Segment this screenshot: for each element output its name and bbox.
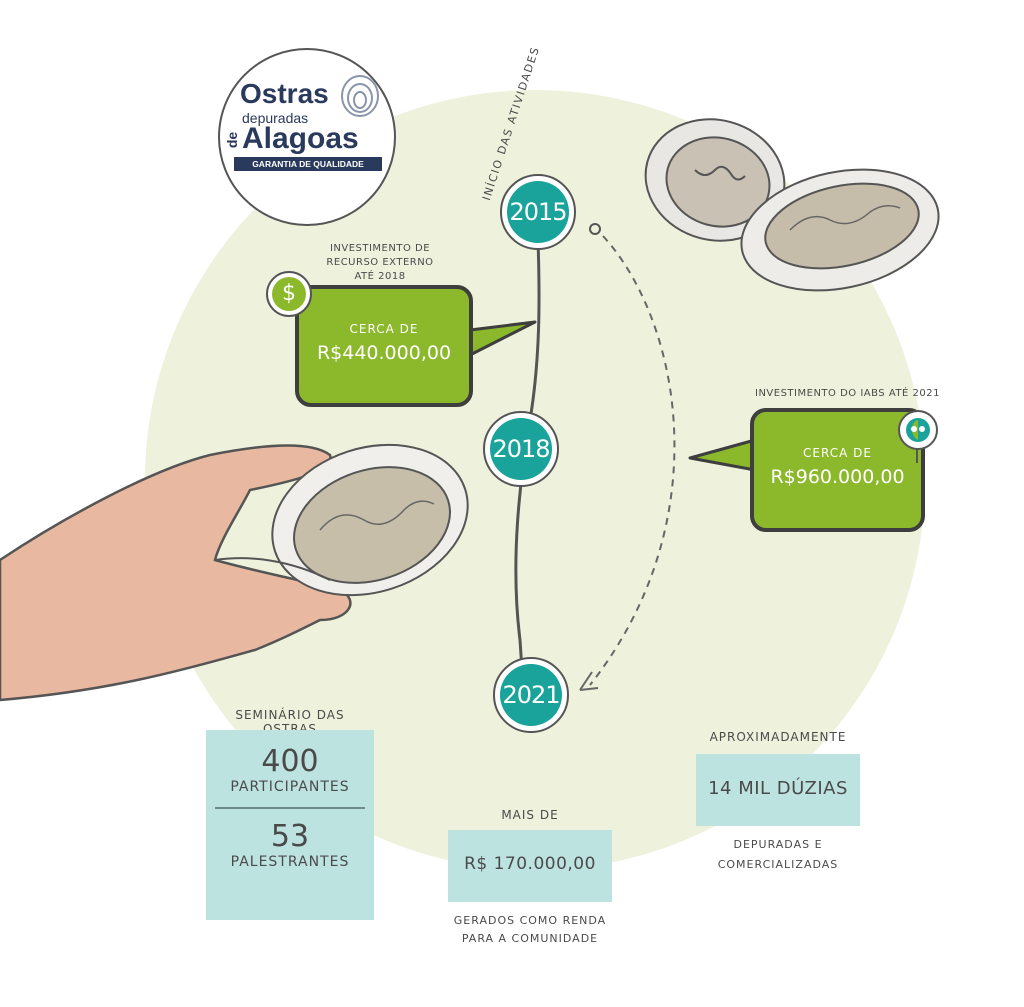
production-box: 14 MIL DÚZIAS — [696, 754, 860, 826]
oyster-pair-illustration — [644, 118, 940, 292]
right-bubble-tail — [688, 438, 757, 472]
seminar-divider — [215, 807, 365, 809]
logo-tagline: GARANTIA DE QUALIDADE — [234, 157, 382, 171]
production-caption-line2: COMERCIALIZADAS — [717, 858, 839, 871]
year-2018-label: 2018 — [492, 435, 550, 463]
iabs-badge-stem — [916, 449, 918, 463]
logo-title-de: de — [224, 131, 241, 149]
seminar-participants-count: 400 — [261, 744, 319, 779]
external-investment-prefix: CERCA DE — [349, 322, 419, 336]
external-investment-value: R$440.000,00 — [316, 342, 452, 364]
iabs-investment-prefix: CERCA DE — [803, 446, 872, 460]
production-caption-line1: DEPURADAS E — [733, 838, 823, 851]
logo-title-alagoas: Alagoas — [242, 122, 359, 155]
left-bubble-tail — [468, 320, 537, 357]
external-investment-caption: INVESTIMENTO DE RECURSO EXTERNO ATÉ 2018 — [326, 243, 434, 282]
year-2015-fill — [507, 181, 569, 243]
seminar-box: 400 PARTICIPANTES 53 PALESTRANTES — [206, 730, 374, 920]
brand-logo: Ostras depuradas de Alagoas GARANTIA DE … — [218, 48, 396, 226]
oyster-logo-icon — [341, 75, 379, 117]
iabs-investment-caption: INVESTIMENTO DO IABS ATÉ 2021 — [755, 388, 940, 399]
external-investment-bubble: CERCA DE R$440.000,00 — [295, 285, 473, 407]
dollar-icon: $ — [272, 277, 306, 311]
iabs-badge — [898, 410, 938, 450]
iabs-investment-value: R$960.000,00 — [770, 466, 905, 488]
income-box: R$ 170.000,00 — [448, 830, 612, 902]
income-prefix: MAIS DE — [501, 808, 559, 822]
production-prefix: APROXIMADAMENTE — [709, 730, 847, 744]
year-2021-fill — [500, 664, 562, 726]
seminar-speakers-label: PALESTRANTES — [230, 854, 350, 870]
year-2018-fill — [490, 418, 552, 480]
iabs-logo-icon — [906, 418, 930, 442]
dashed-arrow — [589, 235, 676, 686]
year-2015-label: 2015 — [509, 198, 567, 226]
production-value: 14 MIL DÚZIAS — [708, 778, 848, 799]
hand-holding-oyster-illustration — [0, 443, 469, 702]
income-caption-line1: GERADOS COMO RENDA — [453, 914, 607, 927]
logo-title-ostras: Ostras — [240, 78, 329, 109]
seminar-participants-label: PARTICIPANTES — [230, 779, 350, 795]
income-value: R$ 170.000,00 — [464, 854, 596, 874]
arrow-start-dot — [589, 223, 601, 235]
year-2021-label: 2021 — [502, 681, 560, 709]
dollar-badge: $ — [266, 271, 312, 317]
arrow-head — [579, 671, 599, 691]
logo-title-depuradas: depuradas — [242, 110, 309, 126]
income-caption-line2: PARA A COMUNIDADE — [461, 932, 599, 945]
seminar-speakers-count: 53 — [270, 819, 310, 854]
iabs-investment-bubble: CERCA DE R$960.000,00 — [750, 408, 925, 532]
